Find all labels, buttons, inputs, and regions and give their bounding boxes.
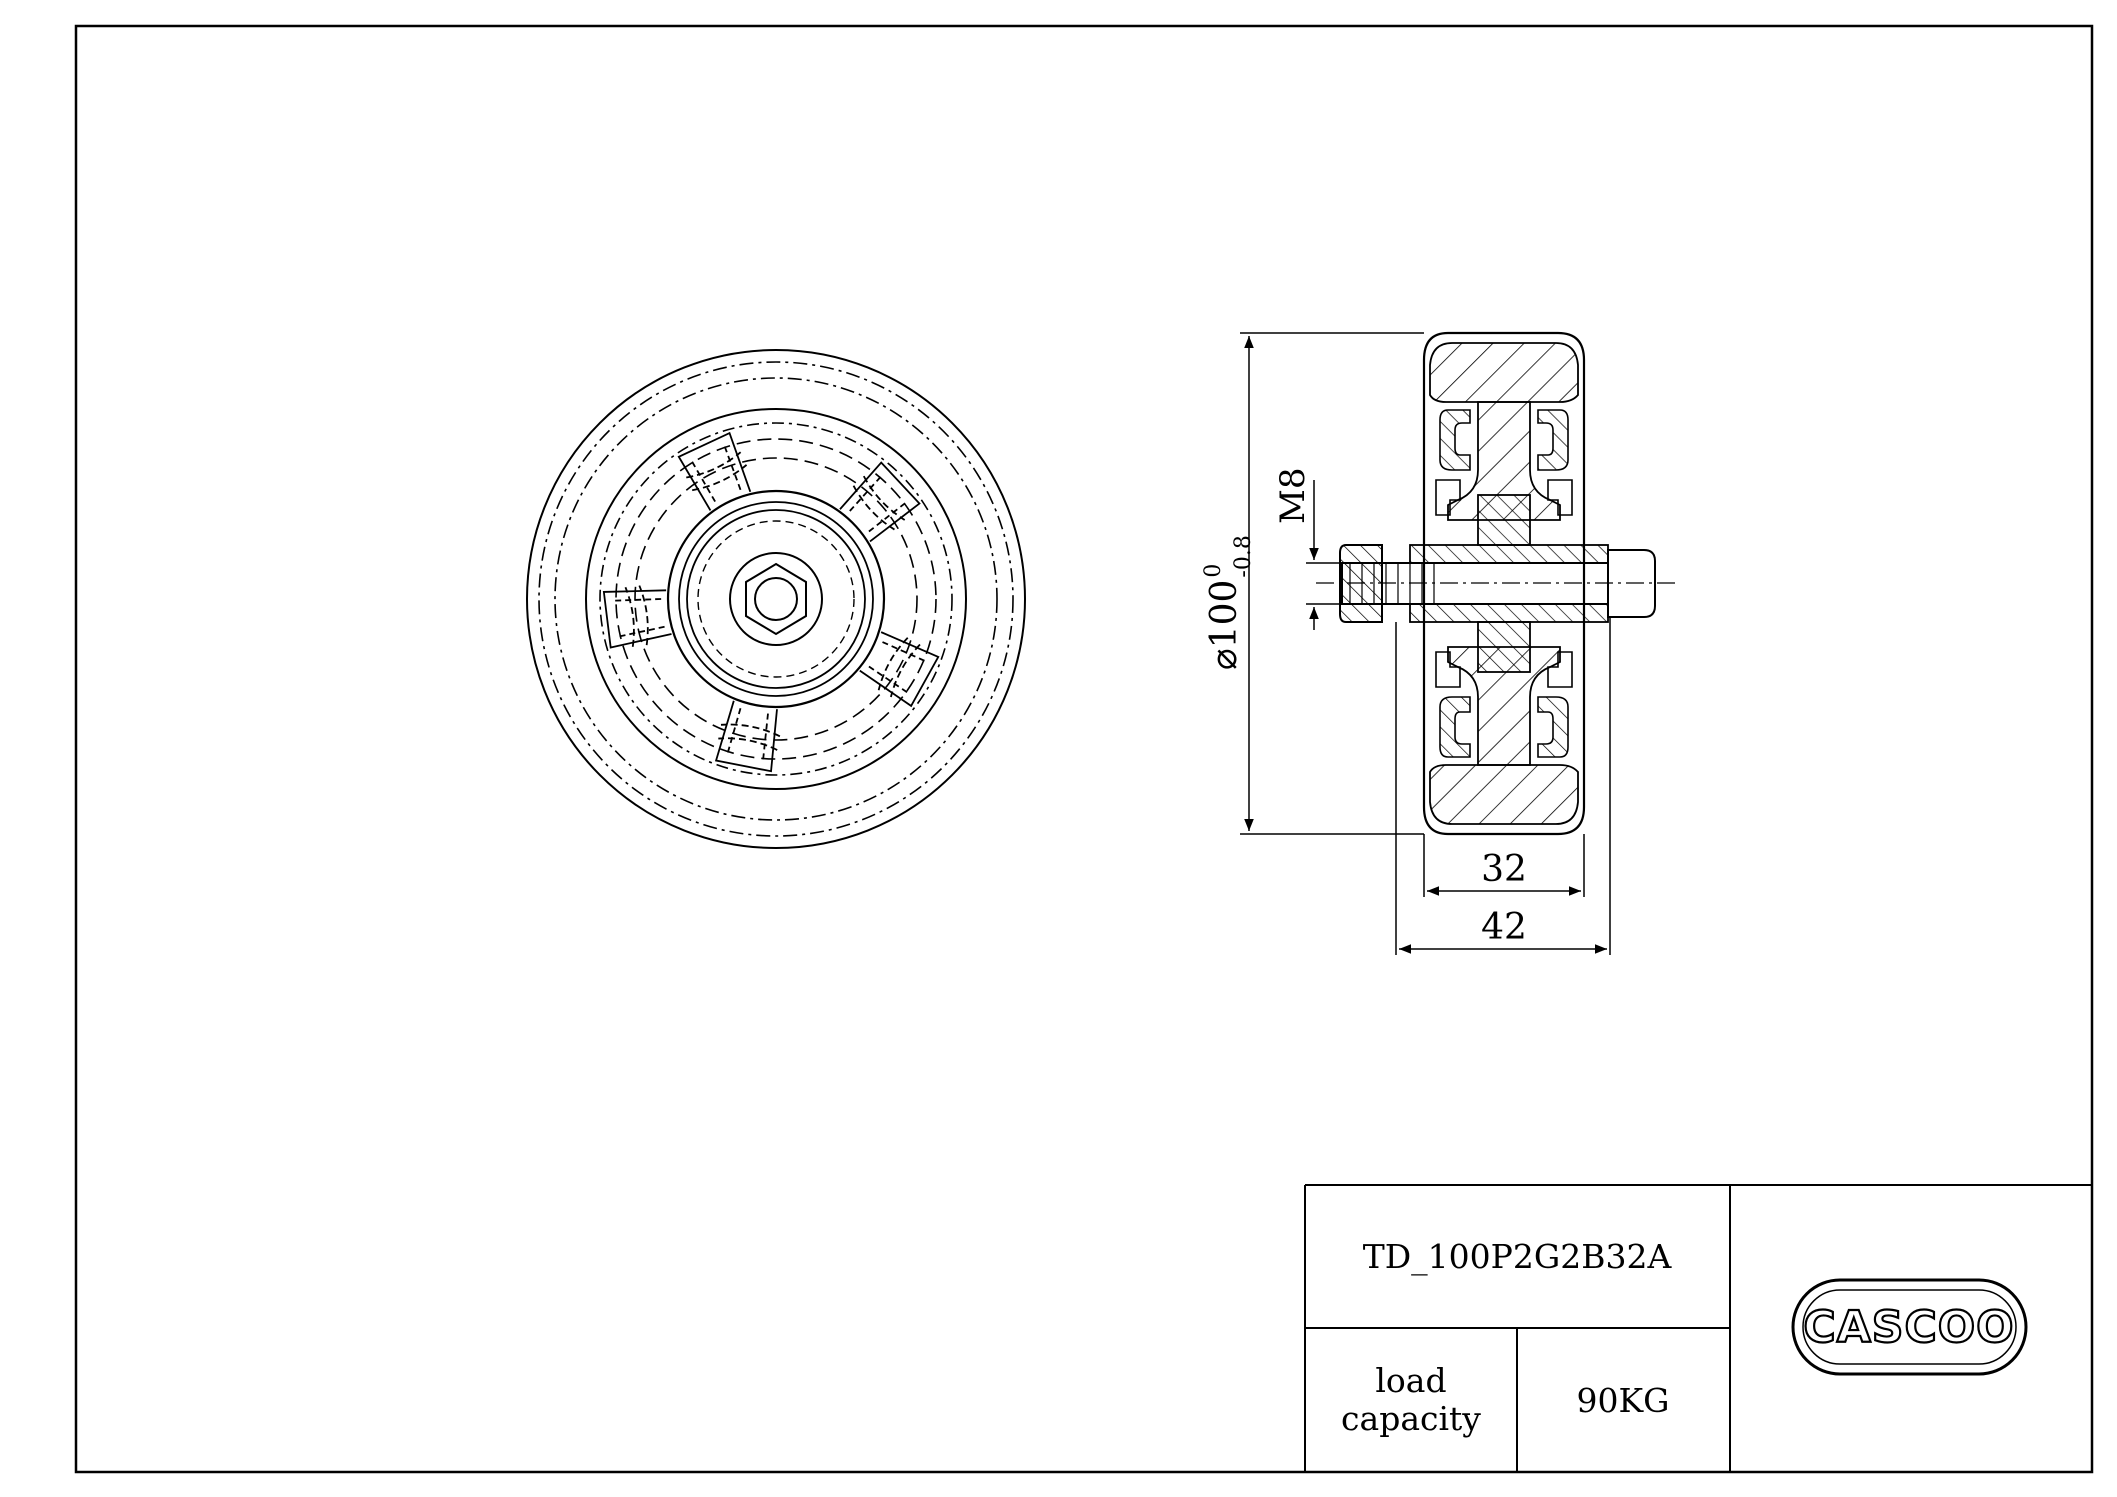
cup-lower-right (1537, 696, 1569, 758)
hub-ring-1 (678, 501, 874, 697)
hex-socket (745, 562, 807, 636)
hub-sleeve-upper (1409, 544, 1609, 564)
tyre-section-outline (1422, 331, 1586, 836)
tyre-dashdot-1 (538, 361, 1014, 837)
inner-width-label: 32 (1481, 849, 1527, 890)
outer-width-label: 42 (1481, 907, 1527, 948)
diameter-tol-lower: -0.8 (1231, 535, 1256, 577)
logo-text: CASCOO (1803, 1302, 2014, 1353)
seal-upper-left (1435, 479, 1461, 516)
bearing-upper (1477, 494, 1531, 546)
rim-lower-hatch (1447, 646, 1561, 766)
seal-lower-right (1547, 651, 1573, 688)
seal-upper-right (1547, 479, 1573, 516)
diameter-symbol: ⌀ (1204, 648, 1245, 670)
section-view (1316, 331, 1676, 836)
seal-lower-left (1435, 651, 1461, 688)
part-number: TD_100P2G2B32A (1363, 1237, 1673, 1277)
rim-dashdot-1 (599, 422, 953, 776)
front-view (526, 349, 1026, 849)
thread-label: M8 (1273, 468, 1313, 524)
cup-upper-left (1439, 409, 1471, 471)
load-label-line1: load (1375, 1361, 1446, 1400)
dimension-labels: ⌀100 0 -0.8 M8 32 42 (1201, 468, 1527, 948)
diameter-value: 100 (1204, 580, 1245, 649)
title-block (1304, 1184, 2092, 1472)
hub-ring-2 (686, 509, 866, 689)
dimensions (1240, 332, 1611, 955)
tyre-top-hatch (1429, 342, 1579, 403)
rim-dashed-1 (615, 438, 937, 760)
cup-upper-right (1537, 409, 1569, 471)
load-value: 90KG (1576, 1381, 1669, 1420)
brand-logo: CASCOO (1791, 1278, 2028, 1376)
tyre-inner-circle (585, 408, 967, 790)
hub-sleeve-lower (1409, 603, 1609, 623)
frame-rect (74, 24, 2094, 1474)
tyre-dashdot-2 (554, 377, 998, 821)
bolt-head (1607, 549, 1656, 618)
rim-upper-hatch (1447, 401, 1561, 521)
cup-lower-left (1439, 696, 1471, 758)
tyre-bottom-hatch (1429, 764, 1579, 825)
bearing-lower (1477, 621, 1531, 673)
socket-bore (754, 577, 798, 621)
tyre-outer-circle (526, 349, 1026, 849)
hub-dashed (697, 520, 855, 678)
diameter-tol-upper: 0 (1201, 564, 1226, 578)
load-label-line2: capacity (1341, 1399, 1481, 1438)
spokes (602, 431, 940, 773)
diameter-label: ⌀100 0 -0.8 (1201, 535, 1256, 670)
rim-dashed-2 (634, 457, 918, 741)
hub-outer (666, 489, 886, 709)
hub-inner (729, 552, 823, 646)
